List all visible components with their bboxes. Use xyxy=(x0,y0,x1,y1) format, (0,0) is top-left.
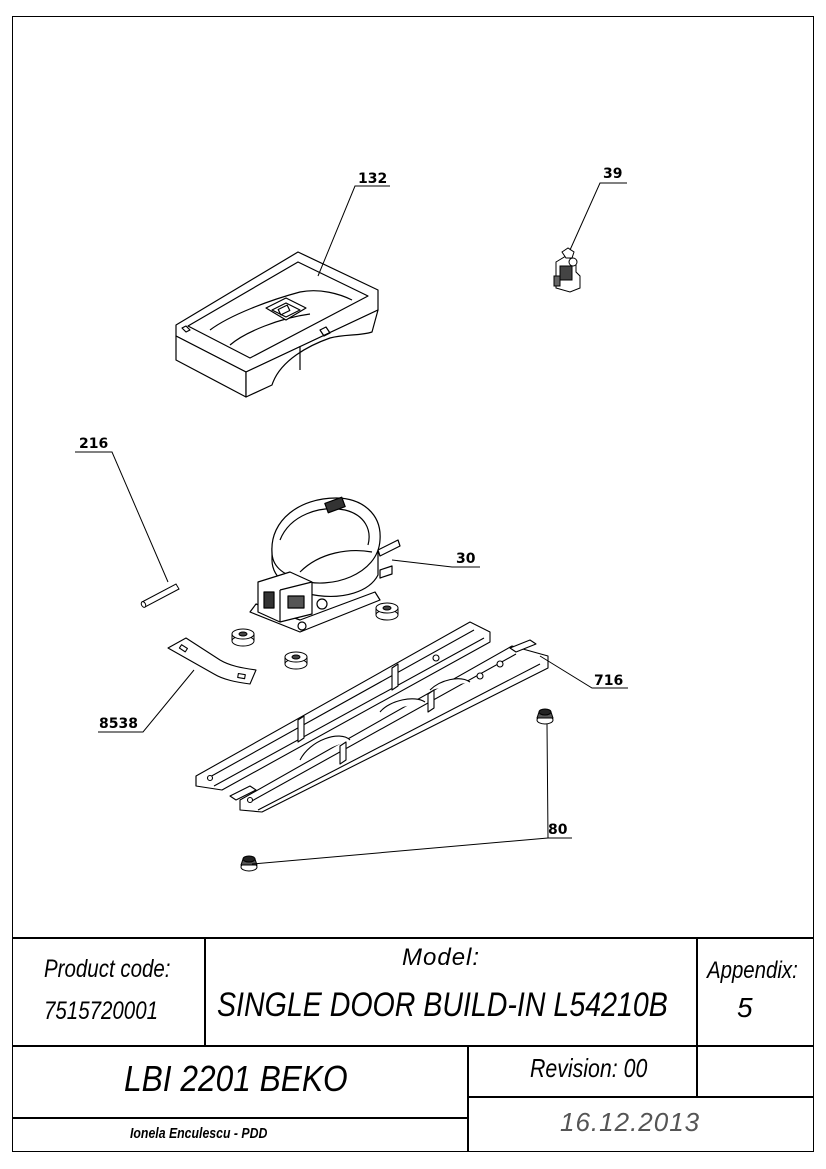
part-39-clip xyxy=(553,247,581,293)
callout-132: 132 xyxy=(358,171,387,187)
date: 16.12.2013 xyxy=(560,1107,701,1137)
grommets xyxy=(231,602,399,670)
callout-8538: 8538 xyxy=(99,716,138,732)
model-label: Model: xyxy=(402,944,481,971)
appendix-value: 5 xyxy=(737,992,753,1023)
callout-216: 216 xyxy=(79,436,108,452)
sheet-border xyxy=(12,16,814,1152)
leader-lines xyxy=(75,182,628,865)
callout-labels: 132 39 216 30 716 8538 80 xyxy=(79,166,623,838)
product-code-label: Product code: xyxy=(44,955,171,983)
grommet xyxy=(375,602,399,621)
part-216-pin xyxy=(140,583,180,608)
grommet xyxy=(284,651,308,670)
author: Ionela Enculescu - PDD xyxy=(130,1125,268,1142)
part-80-bolt-upper xyxy=(536,708,554,725)
grommet xyxy=(231,628,255,647)
callout-716: 716 xyxy=(594,673,623,689)
part-80-bolt-lower xyxy=(240,855,258,872)
callout-30: 30 xyxy=(456,551,476,567)
callout-80: 80 xyxy=(548,822,568,838)
callout-39: 39 xyxy=(603,166,622,182)
part-30-compressor xyxy=(249,496,401,633)
part-132-drip-tray xyxy=(175,251,379,398)
model-value: SINGLE DOOR BUILD-IN L54210B xyxy=(217,986,668,1024)
part-8538-plate xyxy=(167,637,257,685)
product-code-value: 7515720001 xyxy=(44,997,159,1025)
appendix-label: Appendix: xyxy=(707,957,798,984)
part-716-rails xyxy=(195,621,549,813)
revision: Revision: 00 xyxy=(530,1053,648,1083)
product-name: LBI 2201 BEKO xyxy=(124,1058,348,1099)
